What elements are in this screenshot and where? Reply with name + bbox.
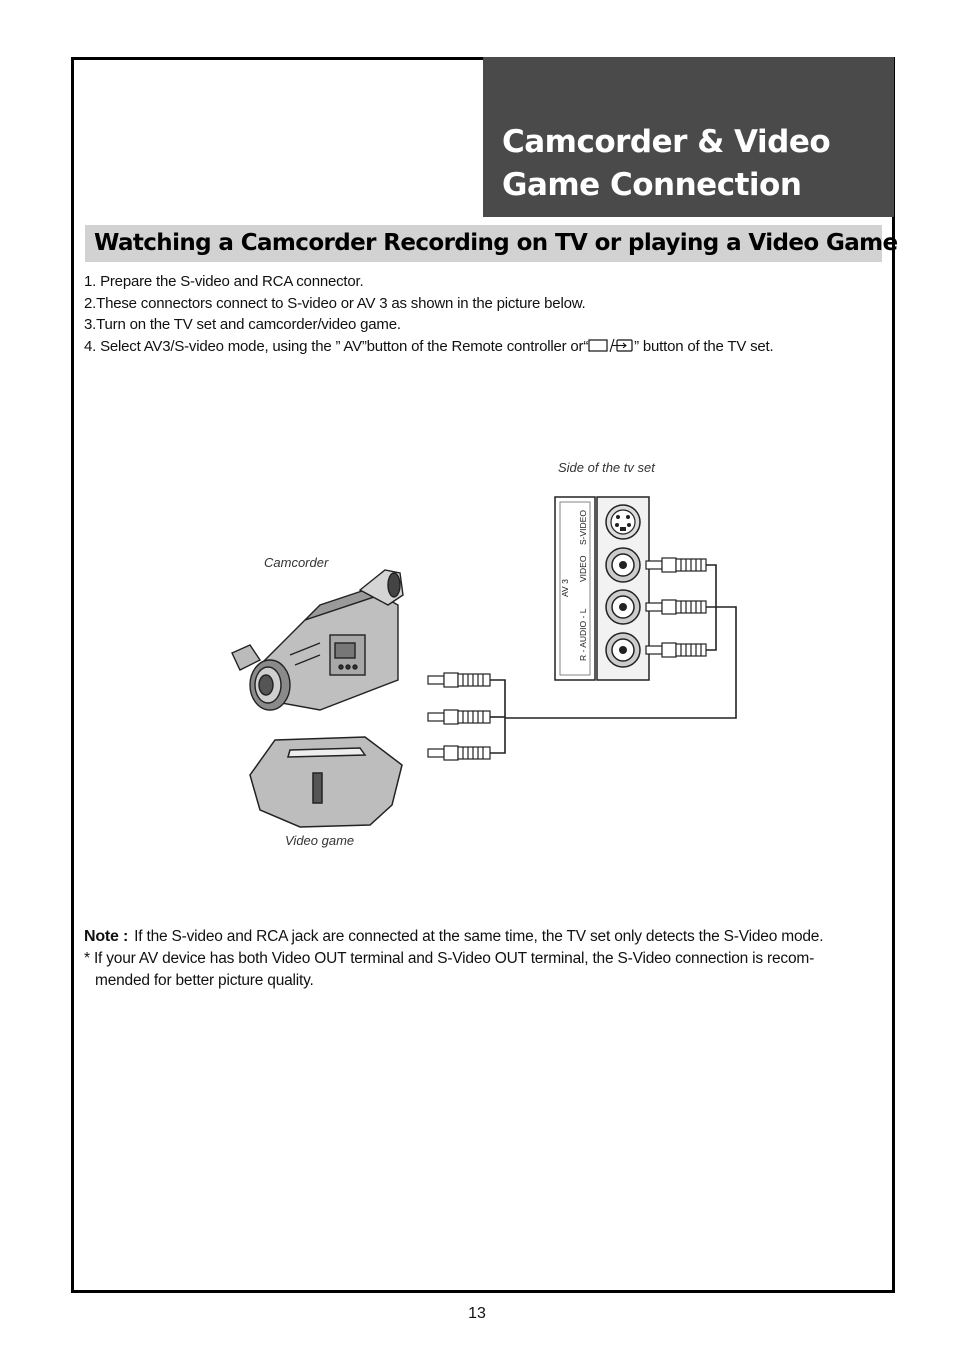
side-of-tv-label: Side of the tv set [558,460,655,475]
rca-jack-audio-l [605,589,641,625]
title-line-1: Camcorder & Video [502,124,831,160]
panel-svideo-label: S-VIDEO [578,510,588,545]
video-game-label: Video game [285,833,355,848]
step-4-text-a: 4. Select AV3/S-video mode, using the ” … [84,337,589,355]
step-3: 3.Turn on the TV set and camcorder/video… [84,316,401,333]
note-paragraph: Note : If the S-video and RCA jack are co… [84,926,889,948]
device-plug-2 [427,709,491,725]
video-game-icon [249,736,403,828]
device-side-plugs [427,672,491,761]
panel-audio-label: R - AUDIO - L [578,608,588,661]
diagram-drawing: R - AUDIO - L VIDEO S-VIDEO AV 3 [231,496,737,828]
note-star-paragraph: * If your AV device has both Video OUT t… [84,948,889,992]
rca-jack-audio-r [605,632,641,668]
connection-diagram: Side of the tv set Camcorder Video game [220,455,760,855]
tv-plug-2 [645,599,707,615]
step-4-text-b: ” button of the TV set. [634,337,774,355]
tv-side-panel: R - AUDIO - L VIDEO S-VIDEO AV 3 [554,496,650,681]
note-star-line-1: * If your AV device has both Video OUT t… [84,950,815,967]
note-label: Note : [84,928,129,945]
cable-lines [490,564,737,754]
tv-av-button-icon [588,338,633,352]
section-header: Watching a Camcorder Recording on TV or … [85,225,898,262]
camcorder-label: Camcorder [264,555,329,570]
panel-av3-label: AV 3 [560,579,570,597]
step-4: 4. Select AV3/S-video mode, using the ” … [84,336,884,358]
tv-plug-3 [645,642,707,658]
note-text: If the S-video and RCA jack are connecte… [134,928,824,945]
step-1: 1. Prepare the S-video and RCA connector… [84,273,364,290]
page-number: 13 [468,1305,486,1322]
camcorder-icon [231,569,404,711]
tv-plug-1 [645,557,707,573]
title-line-2: Game Connection [502,167,802,203]
section-title: Watching a Camcorder Recording on TV or … [94,230,898,256]
rca-jack-video [605,547,641,583]
device-plug-3 [427,745,491,761]
device-plug-1 [427,672,491,688]
steps-list: 1. Prepare the S-video and RCA connector… [84,271,884,357]
step-2: 2.These connectors connect to S-video or… [84,294,586,312]
title-block: Camcorder & Video Game Connection [483,57,894,217]
tv-side-plugs [645,557,707,658]
s-video-jack [605,504,641,540]
panel-video-label: VIDEO [578,555,588,582]
note-star-line-2: mended for better picture quality. [95,972,314,989]
